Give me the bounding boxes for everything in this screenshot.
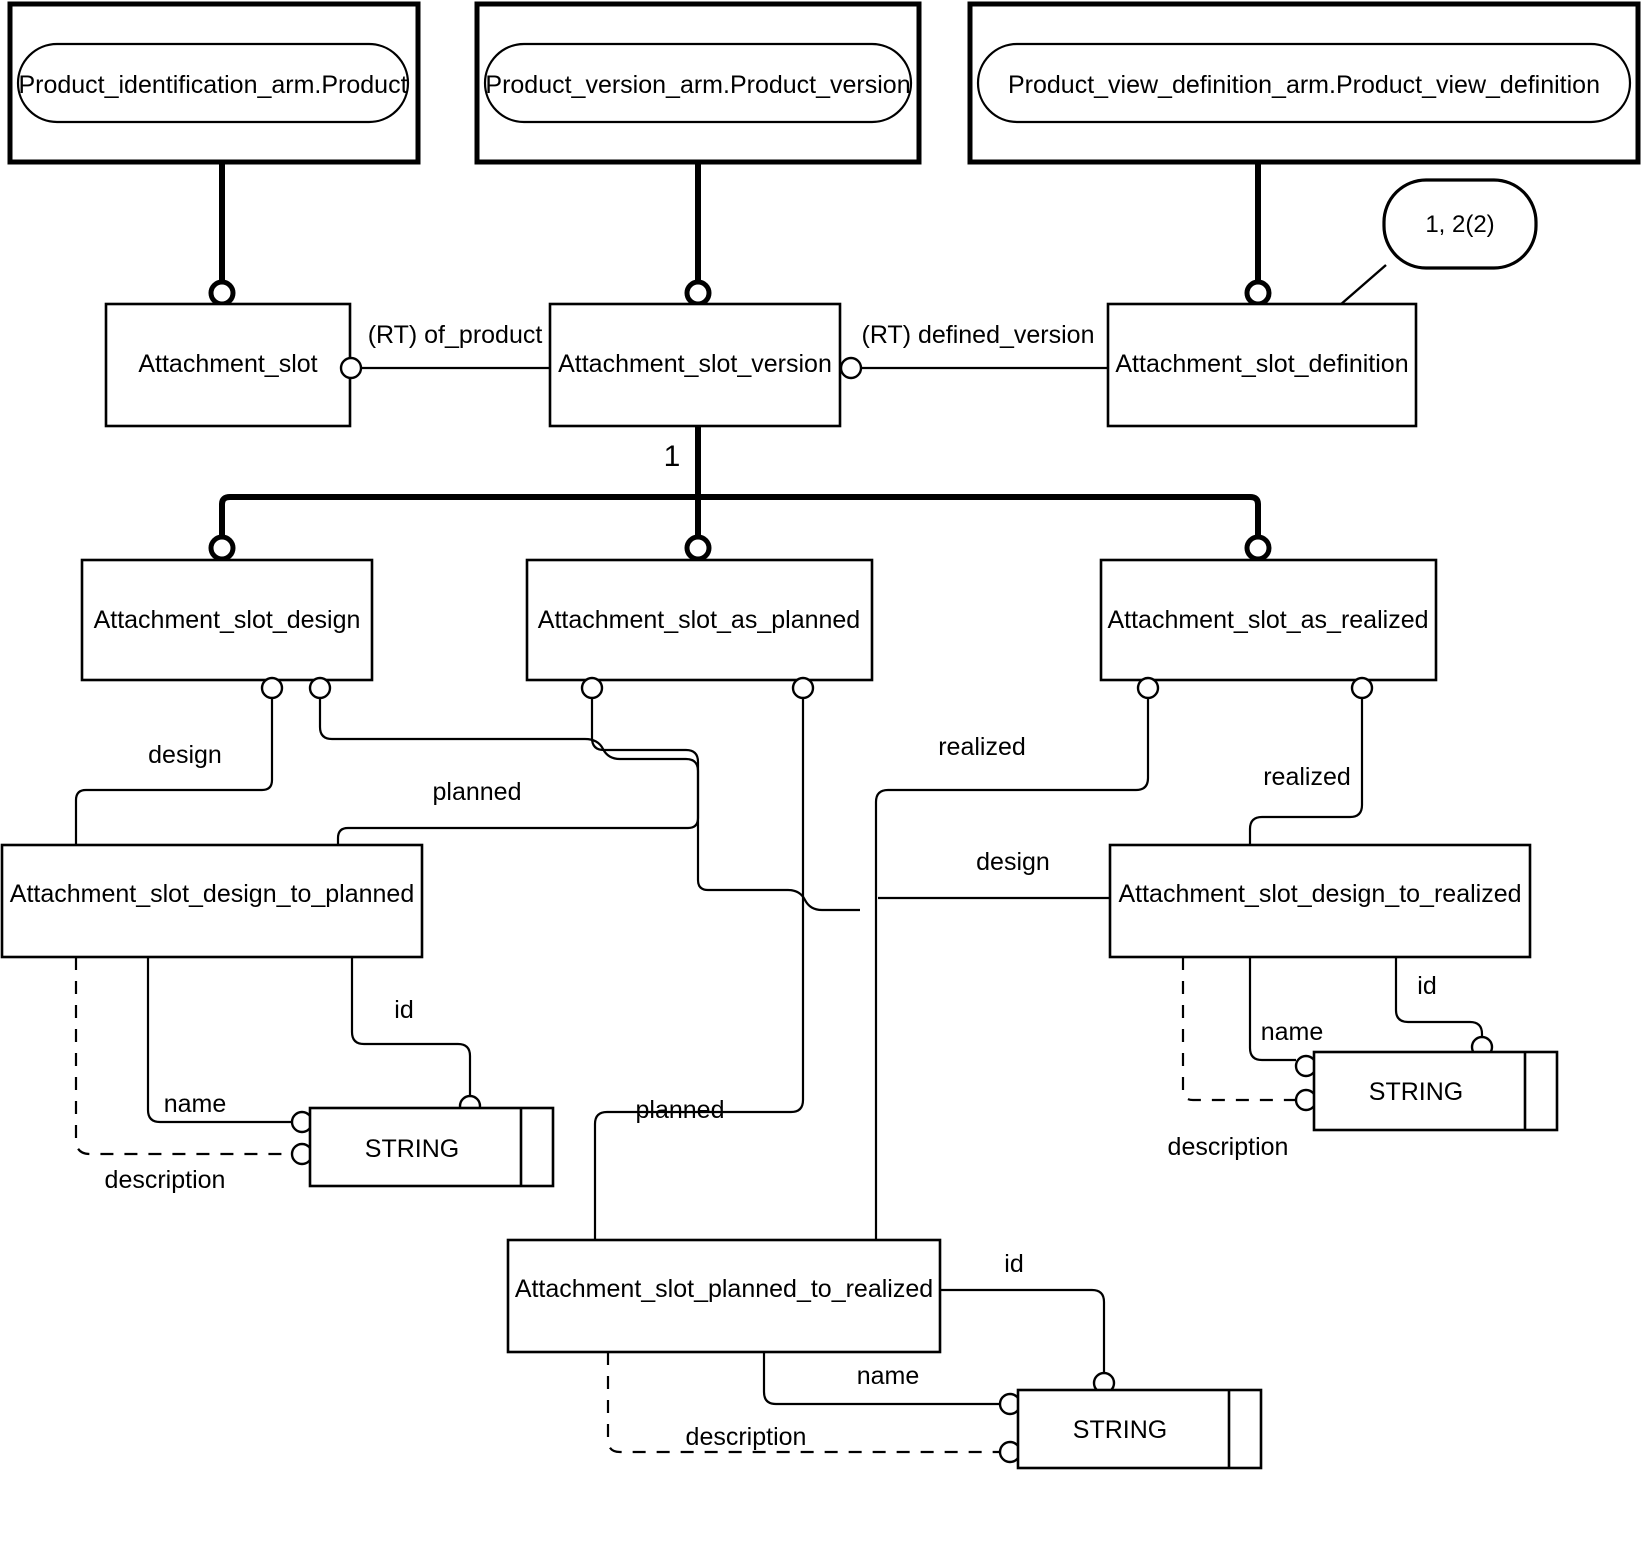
type-string-right[interactable]: STRING <box>1312 1050 1559 1132</box>
type-label-string-left: STRING <box>365 1135 459 1163</box>
schema-pill-shape <box>16 42 410 124</box>
port-circle-as-realized-left <box>1136 676 1160 700</box>
relation-label-defined-version: (RT) defined_version <box>862 321 1095 349</box>
entity-label-attachment-slot-as-planned: Attachment_slot_as_planned <box>538 606 860 634</box>
relation-label-planned-upper: planned <box>433 778 522 806</box>
entity-attachment-slot-design[interactable]: Attachment_slot_design <box>80 558 374 682</box>
page-reference-bubble[interactable]: 1, 2(2) <box>1331 178 1538 313</box>
relation-label-planned-lower: planned <box>636 1096 725 1124</box>
link-attr-description-left <box>74 957 292 1156</box>
relation-label-design-left: design <box>148 741 222 769</box>
link-attr-name-right <box>1248 957 1296 1062</box>
link-planned-upper <box>318 698 700 845</box>
subtype-circle-design <box>208 534 236 562</box>
link-as-planned-crossing <box>590 698 860 912</box>
attribute-label-description-bottom: description <box>686 1423 807 1451</box>
link-design-to-design-to-planned <box>74 698 274 845</box>
subtype-circle-attachment-slot <box>208 279 236 307</box>
supertype-bus <box>219 494 1261 536</box>
attribute-label-id-bottom: id <box>1004 1250 1023 1278</box>
relation-label-realized-right: realized <box>1263 763 1351 791</box>
link-planned-lower <box>593 698 805 1240</box>
link-attr-id-right <box>1394 957 1484 1037</box>
schema-box-product-view-definition[interactable]: Product_view_definition_arm.Product_view… <box>967 1 1641 165</box>
subtype-circle-attachment-slot-definition <box>1244 279 1272 307</box>
schema-pill-shape <box>483 42 913 124</box>
attribute-label-name-bottom: name <box>857 1362 920 1390</box>
schema-label-product-identification: Product_identification_arm.Product <box>18 71 407 99</box>
subtype-circle-attachment-slot-version <box>684 279 712 307</box>
attribute-label-description-left: description <box>105 1166 226 1194</box>
entity-attachment-slot-design-to-planned[interactable]: Attachment_slot_design_to_planned <box>0 843 424 959</box>
schema-label-product-view-definition: Product_view_definition_arm.Product_view… <box>1008 71 1600 99</box>
schema-label-product-version: Product_version_arm.Product_version <box>485 71 910 99</box>
entity-attachment-slot-as-planned[interactable]: Attachment_slot_as_planned <box>525 558 874 682</box>
link-attr-id-bottom <box>940 1288 1106 1372</box>
entity-label-attachment-slot-design-to-realized: Attachment_slot_design_to_realized <box>1118 880 1521 908</box>
link-realized-right <box>1248 698 1364 845</box>
attribute-label-description-right: description <box>1168 1133 1289 1161</box>
relation-circle-defined-version <box>839 356 863 380</box>
attribute-label-id-left: id <box>394 996 413 1024</box>
schema-box-product-identification[interactable]: Product_identification_arm.Product <box>7 1 421 165</box>
link-attr-description-bottom <box>606 1352 1000 1454</box>
entity-label-attachment-slot-design: Attachment_slot_design <box>94 606 361 634</box>
relation-label-design-right: design <box>976 848 1050 876</box>
entity-attachment-slot-design-to-realized[interactable]: Attachment_slot_design_to_realized <box>1108 843 1532 959</box>
entity-attachment-slot[interactable]: Attachment_slot <box>104 302 352 428</box>
entity-label-attachment-slot: Attachment_slot <box>138 350 317 378</box>
subtype-circle-as-realized <box>1244 534 1272 562</box>
port-circle-as-realized-right <box>1350 676 1374 700</box>
link-attr-id-left <box>350 957 472 1095</box>
port-circle-as-planned-left <box>580 676 604 700</box>
type-string-bottom[interactable]: STRING <box>1016 1388 1263 1470</box>
entity-attachment-slot-version[interactable]: Attachment_slot_version <box>548 302 842 428</box>
entity-label-attachment-slot-as-realized: Attachment_slot_as_realized <box>1107 606 1428 634</box>
link-realized-middle <box>874 698 1150 1240</box>
entity-label-attachment-slot-definition: Attachment_slot_definition <box>1115 350 1408 378</box>
relation-label-of-product: (RT) of_product <box>368 321 543 349</box>
page-reference-label: 1, 2(2) <box>1425 211 1494 238</box>
port-circle-design-left <box>260 676 284 700</box>
port-circle-as-planned-right <box>791 676 815 700</box>
entity-attachment-slot-planned-to-realized[interactable]: Attachment_slot_planned_to_realized <box>506 1238 942 1354</box>
link-attr-name-left <box>146 957 292 1124</box>
schema-box-product-version[interactable]: Product_version_arm.Product_version <box>474 1 922 165</box>
relation-label-realized-middle: realized <box>938 733 1026 761</box>
page-bubble-shape <box>1382 178 1538 270</box>
type-label-string-bottom: STRING <box>1073 1416 1167 1444</box>
link-attr-name-bottom <box>762 1352 1000 1406</box>
port-circle-planned-upper <box>308 676 332 700</box>
entity-label-attachment-slot-version: Attachment_slot_version <box>558 350 832 378</box>
entity-label-attachment-slot-planned-to-realized: Attachment_slot_planned_to_realized <box>515 1275 933 1303</box>
type-string-left[interactable]: STRING <box>308 1106 555 1188</box>
attribute-label-name-right: name <box>1261 1018 1324 1046</box>
relation-circle-of-product <box>339 356 363 380</box>
type-label-string-right: STRING <box>1369 1078 1463 1106</box>
attribute-label-name-left: name <box>164 1090 227 1118</box>
entity-attachment-slot-as-realized[interactable]: Attachment_slot_as_realized <box>1099 558 1438 682</box>
entity-attachment-slot-definition[interactable]: Attachment_slot_definition <box>1106 302 1418 428</box>
link-attr-description-right <box>1181 957 1296 1102</box>
attribute-label-id-right: id <box>1417 972 1436 1000</box>
entity-label-attachment-slot-design-to-planned: Attachment_slot_design_to_planned <box>10 880 414 908</box>
schema-pill-shape <box>976 42 1632 124</box>
supertype-marker-label: 1 <box>664 440 681 473</box>
subtype-circle-as-planned <box>684 534 712 562</box>
